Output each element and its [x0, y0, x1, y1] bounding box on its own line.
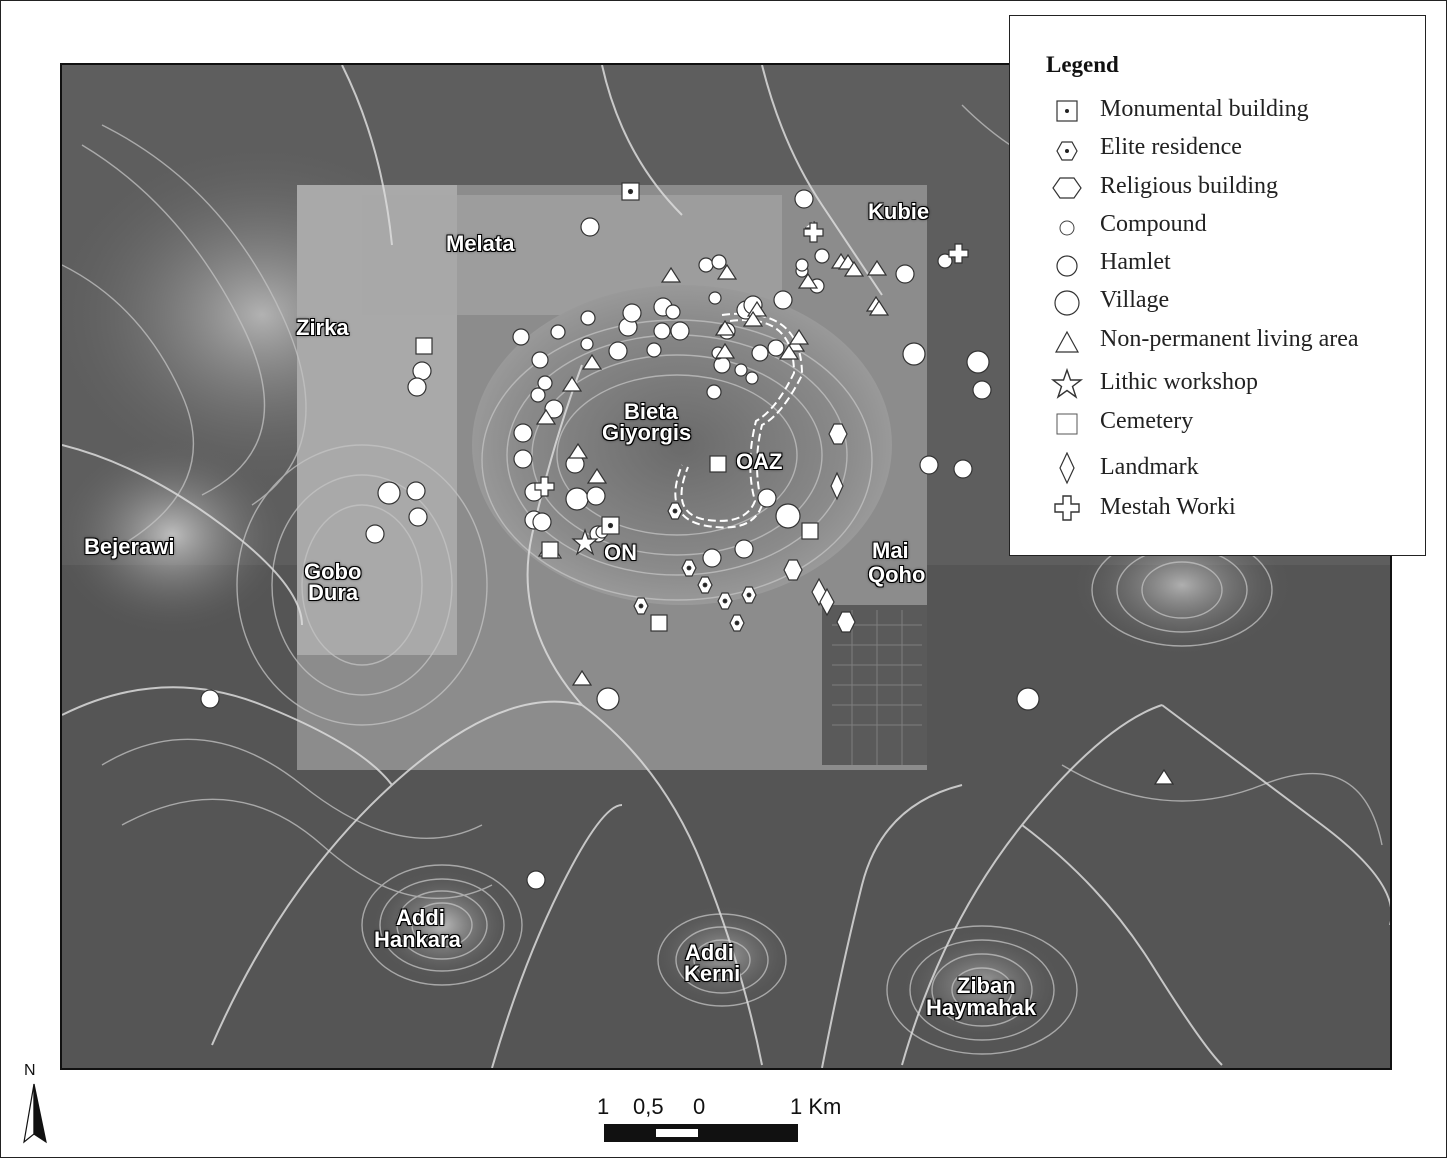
legend-item-cemetery: Cemetery	[1050, 406, 1410, 440]
legend-title: Legend	[1046, 52, 1119, 77]
legend-label: Religious building	[1100, 173, 1279, 199]
legend-label: Compound	[1100, 211, 1207, 237]
place-label-bieta: Bieta	[624, 399, 678, 424]
scale-label-zero: 0	[693, 1094, 706, 1119]
place-label-haymahak: Haymahak	[926, 995, 1037, 1020]
medium-circle-icon	[1056, 255, 1078, 277]
place-label-dura: Dura	[308, 580, 359, 605]
landmark-markers	[811, 471, 844, 617]
cross-icon	[1054, 495, 1080, 521]
legend-item-mestah: Mestah Worki	[1050, 492, 1410, 526]
map-legend: Legend Monumental building Elite residen…	[1009, 15, 1426, 556]
place-label-zirka: Zirka	[296, 315, 349, 340]
legend-item-lithic: Lithic workshop	[1050, 367, 1410, 401]
cemetery-markers	[415, 337, 819, 632]
legend-label: Mestah Worki	[1100, 494, 1236, 520]
diamond-icon	[1059, 452, 1075, 485]
place-label-on: ON	[604, 540, 637, 565]
mestah-markers	[534, 221, 969, 497]
lithic-markers	[571, 528, 599, 556]
place-label-qoho: Qoho	[868, 562, 926, 587]
monumental-markers	[601, 182, 640, 535]
legend-item-landmark: Landmark	[1050, 452, 1410, 486]
triangle-icon	[1054, 330, 1080, 353]
legend-label: Lithic workshop	[1100, 369, 1258, 395]
scale-label-1-left: 1	[597, 1094, 610, 1119]
nonpermanent-markers	[535, 252, 1175, 785]
legend-item-monumental: Monumental building	[1050, 94, 1410, 128]
legend-item-hamlet: Hamlet	[1050, 247, 1410, 281]
legend-label: Cemetery	[1100, 408, 1194, 434]
legend-item-compound: Compound	[1050, 209, 1410, 243]
scale-label-half: 0,5	[633, 1094, 664, 1119]
place-label-mai: Mai	[872, 538, 909, 563]
elite-markers	[633, 502, 757, 632]
legend-item-village: Village	[1050, 285, 1410, 319]
legend-label: Elite residence	[1100, 134, 1242, 160]
legend-label: Monumental building	[1100, 96, 1309, 122]
square-dot-icon	[1056, 100, 1078, 122]
square-icon	[1056, 413, 1078, 435]
place-label-bejerawi: Bejerawi	[84, 534, 175, 559]
star-icon	[1050, 367, 1084, 399]
place-label-addi-kerni: Addi	[685, 940, 734, 965]
legend-item-elite: Elite residence	[1050, 132, 1410, 166]
north-arrow-icon	[23, 1083, 47, 1144]
legend-item-religious: Religious building	[1050, 171, 1410, 205]
village-markers	[377, 342, 1040, 711]
place-label-melata: Melata	[446, 231, 515, 256]
place-label-ziban: Ziban	[957, 973, 1016, 998]
north-label: N	[24, 1062, 36, 1079]
scale-label-1km: 1 Km	[790, 1094, 842, 1119]
religious-markers	[783, 423, 856, 633]
legend-label: Landmark	[1100, 454, 1199, 480]
place-label-kubie: Kubie	[868, 199, 930, 224]
small-circle-icon	[1059, 220, 1075, 236]
place-label-oaz: OAZ	[736, 449, 783, 474]
hexagon-dot-icon	[1056, 141, 1078, 161]
legend-label: Hamlet	[1100, 249, 1171, 275]
place-label-addi-hankara: Addi	[396, 905, 445, 930]
place-label-hankara: Hankara	[374, 927, 461, 952]
hexagon-icon	[1052, 177, 1082, 199]
large-circle-icon	[1054, 290, 1080, 316]
scale-bar	[604, 1124, 798, 1142]
place-label-gobo: Gobo	[304, 559, 362, 584]
legend-label: Village	[1100, 287, 1170, 313]
legend-item-nonpermanent: Non-permanent living area	[1050, 324, 1410, 358]
site-symbols	[200, 182, 1175, 890]
legend-label: Non-permanent living area	[1100, 326, 1359, 352]
place-label-giyorgis: Giyorgis	[602, 420, 692, 445]
place-label-kerni: Kerni	[684, 961, 741, 986]
